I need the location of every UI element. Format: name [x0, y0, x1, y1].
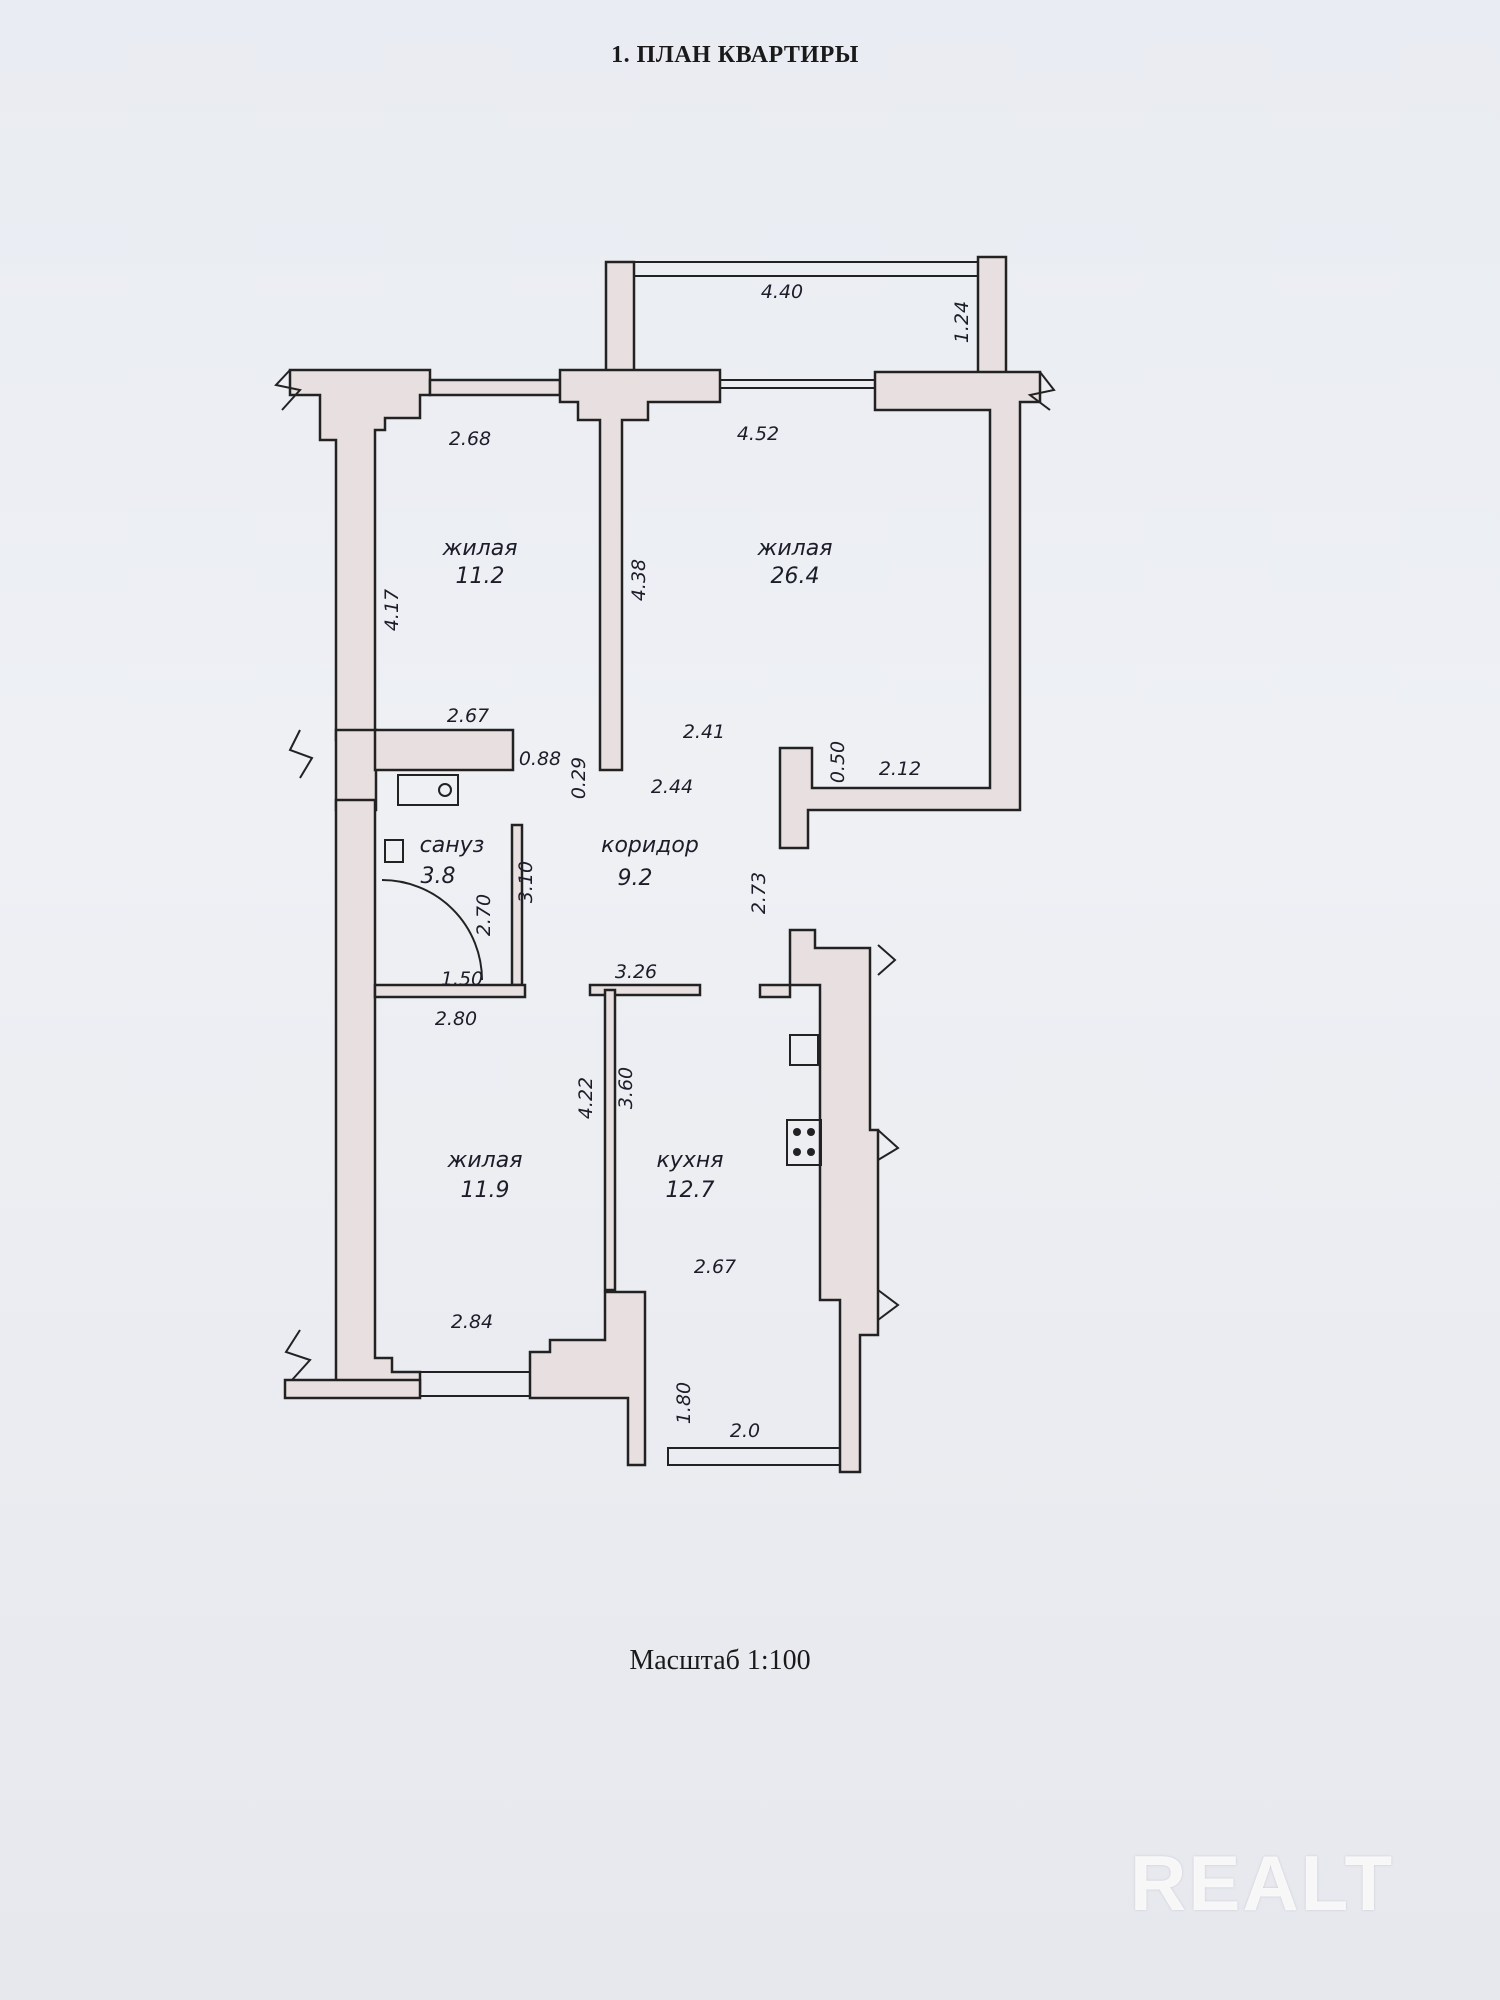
dim-door-small-1: 0.88 — [519, 748, 561, 770]
room-corridor-area: 9.2 — [618, 866, 653, 891]
dim-living2-right: 2.12 — [879, 758, 921, 780]
dim-living2-width: 4.52 — [737, 423, 779, 445]
wall-top-middle — [558, 368, 722, 772]
plan-scale: Масштаб 1:100 — [629, 1645, 811, 1676]
break-mark-right-3 — [877, 1289, 900, 1321]
dim-corridor-top: 2.44 — [651, 776, 693, 798]
dim-kitchen-top: 3.26 — [615, 961, 657, 983]
dim-living1-bottom: 2.67 — [447, 705, 489, 727]
room-living3-area: 11.9 — [461, 1178, 510, 1203]
dim-door-small-2: 0.29 — [568, 757, 590, 799]
dim-kitchen-left-inner: 3.60 — [615, 1067, 637, 1109]
dim-living2-bottom: 2.41 — [683, 721, 725, 743]
kitchen-top-wall-right — [758, 983, 792, 999]
dim-bath-height-outer: 3.10 — [515, 861, 537, 903]
room-bathroom-area: 3.8 — [421, 864, 456, 889]
kitchen-sink-icon — [789, 1034, 819, 1066]
balcony-wall-left — [604, 260, 636, 376]
dim-living3-bottom: 2.84 — [451, 1311, 493, 1333]
dim-kitchen-balcony-width: 2.0 — [730, 1420, 760, 1442]
wall-left-mid — [334, 728, 378, 812]
wall-top-left — [288, 368, 432, 742]
balcony-railing-bottom — [667, 1447, 841, 1466]
wall-bottom-left — [283, 1378, 422, 1400]
room-living2-name: жилая — [757, 536, 833, 561]
wall-left-lower — [334, 798, 422, 1394]
break-mark-mid-left — [288, 729, 314, 779]
break-mark-right-1 — [877, 944, 897, 976]
toilet-icon — [384, 839, 404, 863]
kitchen-living3-partition — [603, 988, 617, 1292]
wall-top-right — [778, 370, 1042, 850]
break-mark-bottom-left — [284, 1329, 312, 1381]
dim-living1-width: 2.68 — [449, 428, 491, 450]
dim-kitchen-width: 2.67 — [694, 1256, 736, 1278]
dim-corridor-side: 2.73 — [748, 872, 770, 914]
room-living1-name: жилая — [442, 536, 518, 561]
bathroom-bottom-wall — [373, 983, 527, 999]
room-bathroom-name: сануз — [420, 833, 485, 858]
room-living2-area: 26.4 — [771, 564, 820, 589]
dim-living2-length: 4.38 — [628, 559, 650, 601]
window-bottom-left — [419, 1371, 531, 1397]
kitchen-top-wall-left — [588, 983, 702, 997]
balcony-wall-right — [976, 255, 1008, 376]
window-top-left — [428, 378, 562, 397]
sink-icon — [397, 774, 459, 806]
document-title: 1. ПЛАН КВАРТИРЫ — [611, 42, 859, 68]
dim-living3-top: 2.80 — [435, 1008, 477, 1030]
stove-icon — [786, 1119, 822, 1166]
bathtub-arc-icon — [381, 879, 483, 981]
bathroom-partition — [510, 823, 524, 987]
watermark-logo: REALT — [1130, 1839, 1395, 1927]
dim-bath-width: 1.50 — [441, 968, 483, 990]
dim-kitchen-left-outer: 4.22 — [575, 1077, 597, 1119]
dim-living1-length: 4.17 — [381, 589, 403, 631]
room-living1-area: 11.2 — [456, 564, 505, 589]
wall-living1-bottom — [373, 728, 515, 772]
room-corridor-name: коридор — [601, 833, 699, 858]
wall-bottom-middle — [528, 1290, 647, 1467]
break-mark-top-right — [1027, 371, 1056, 411]
dim-balcony-top: 4.40 — [761, 281, 803, 303]
balcony-railing-top — [631, 261, 981, 277]
dim-kitchen-balcony-side: 1.80 — [673, 1382, 695, 1424]
wall-kitchen-right — [788, 928, 880, 1474]
room-kitchen-name: кухня — [657, 1148, 724, 1173]
break-mark-right-2 — [877, 1129, 900, 1161]
dim-wall-small: 0.50 — [827, 741, 849, 783]
dim-balcony-side: 1.24 — [951, 301, 973, 343]
room-kitchen-area: 12.7 — [666, 1178, 715, 1203]
room-living3-name: жилая — [447, 1148, 523, 1173]
sink-drain-icon — [438, 783, 452, 797]
break-mark-top-left — [274, 369, 302, 411]
dim-bath-height-inner: 2.70 — [473, 894, 495, 936]
